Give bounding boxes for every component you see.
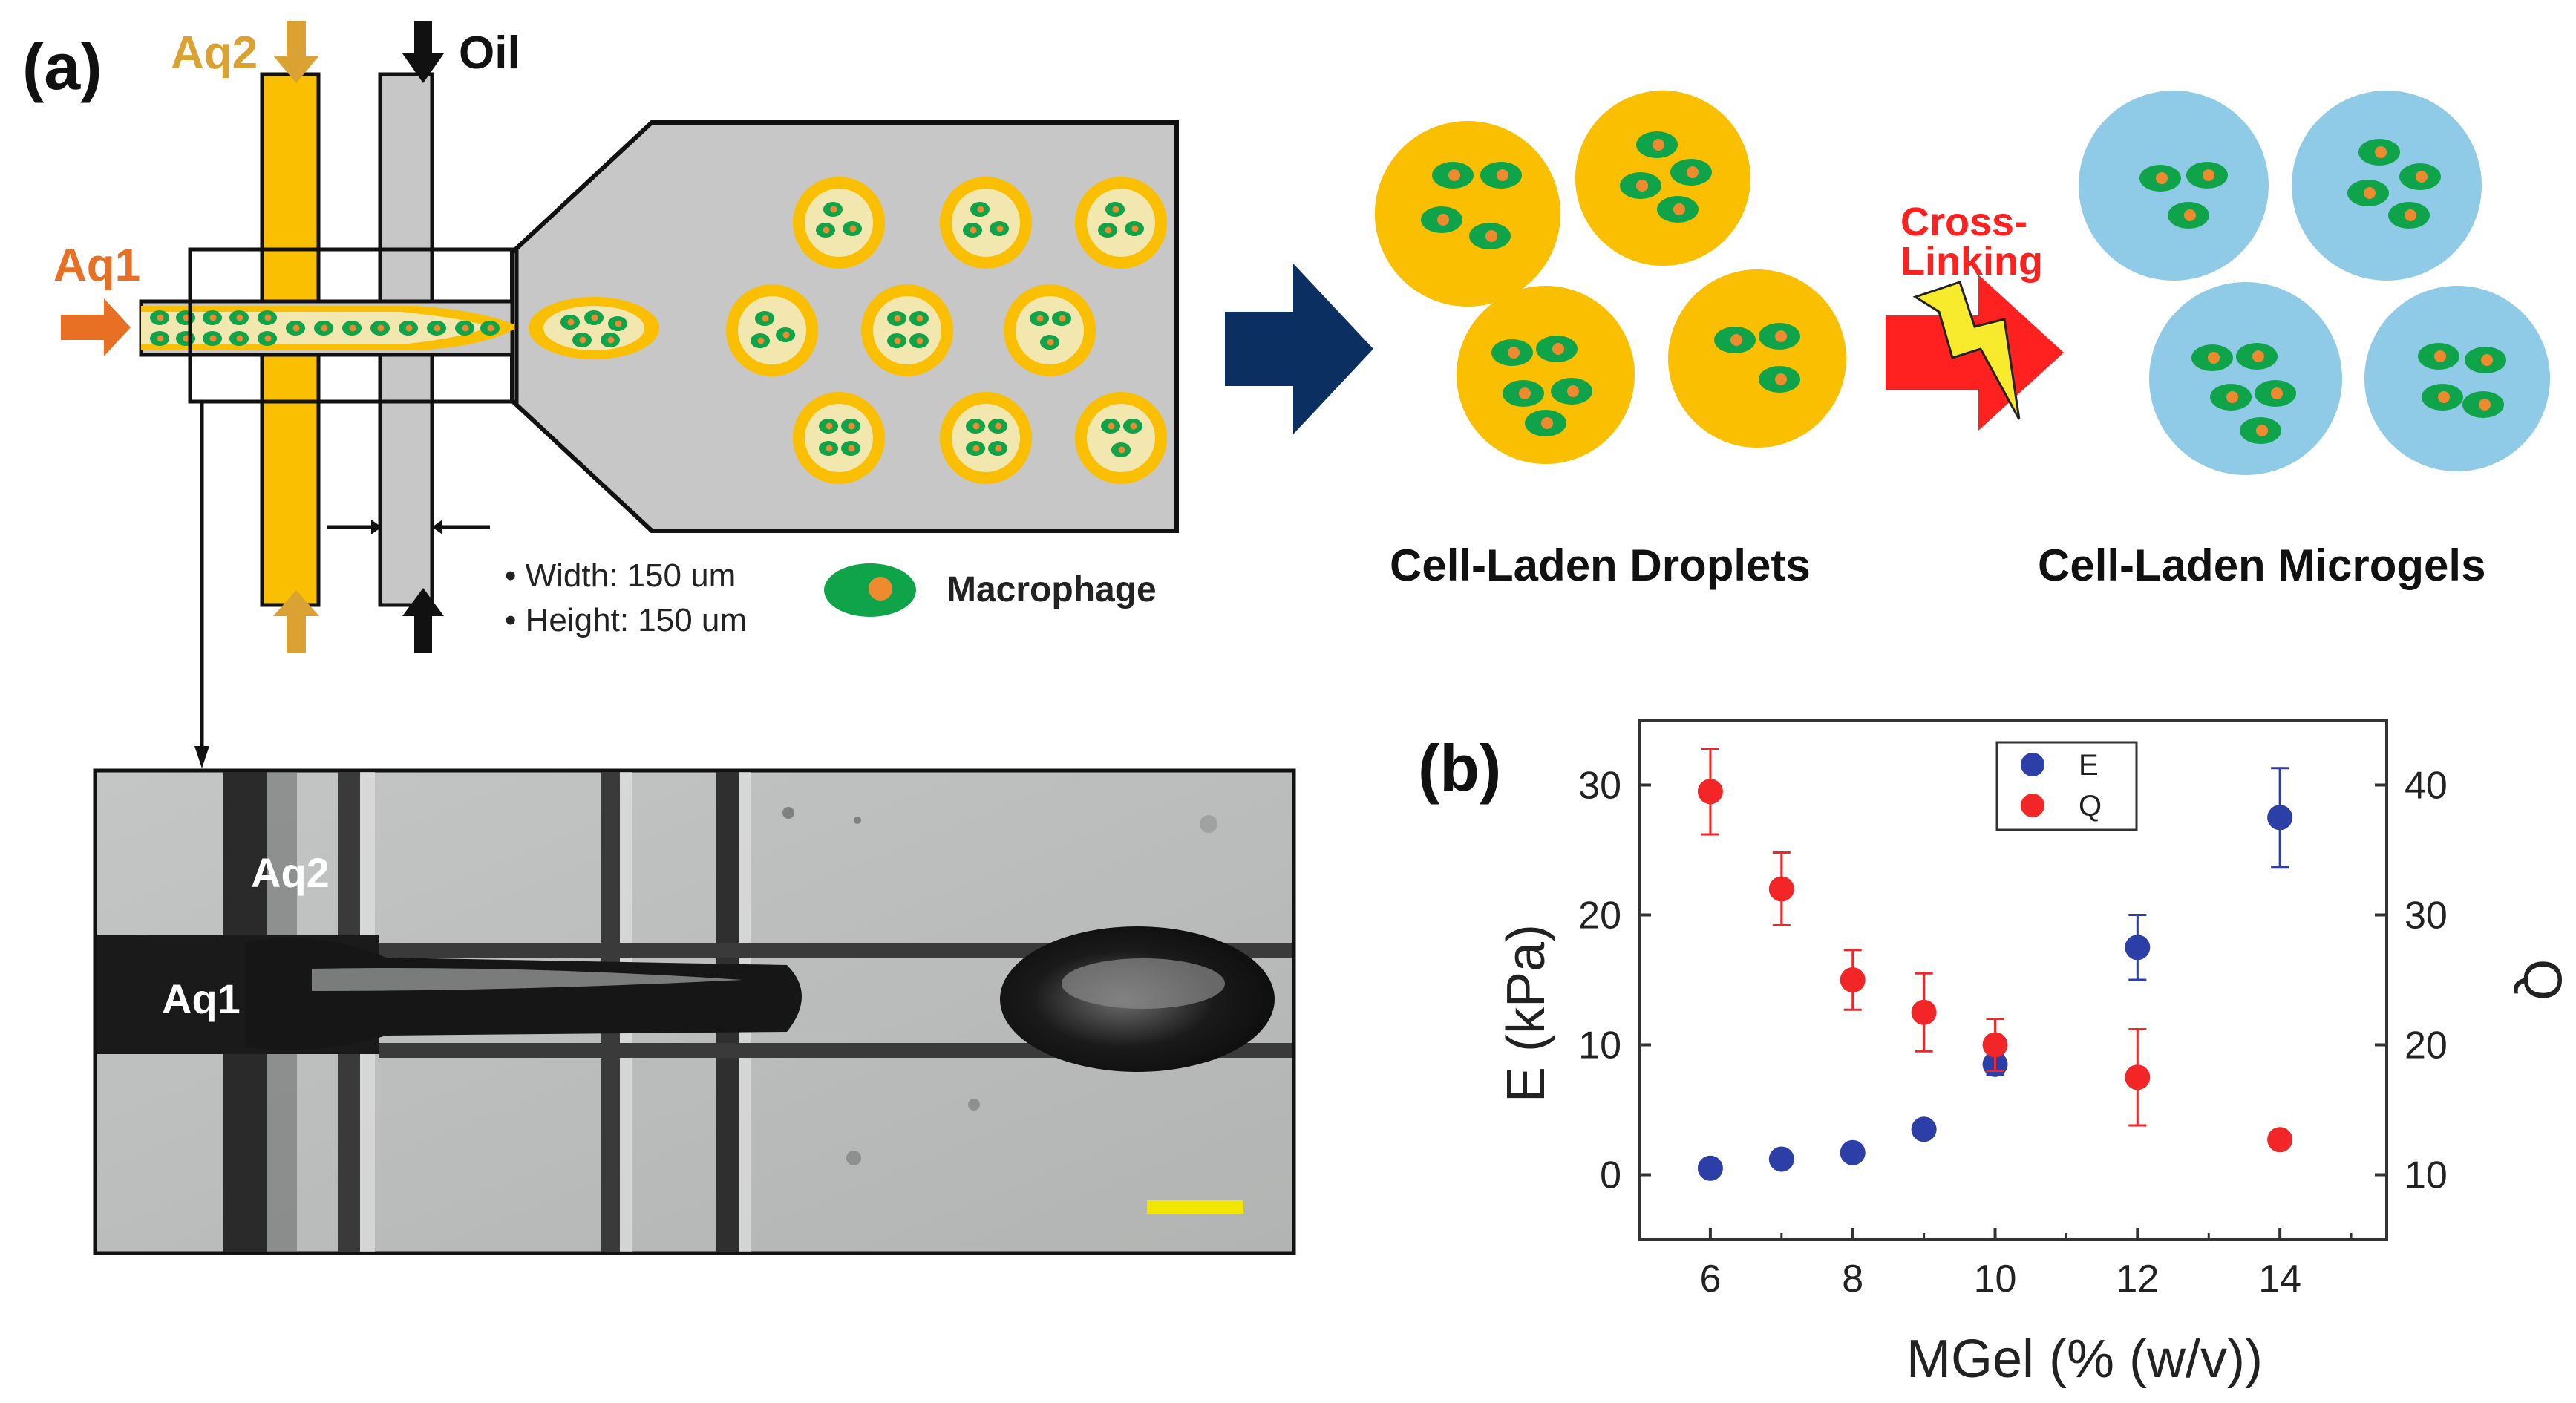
- panel-b-label: (b): [1418, 731, 1501, 805]
- x-tick-label: 6: [1699, 1258, 1721, 1301]
- chart-marks: [1697, 748, 2293, 1181]
- point-Q: [1697, 779, 1723, 805]
- legend-marker-Q: [2021, 794, 2044, 817]
- point-E: [1768, 1146, 1794, 1172]
- cell-laden-microgels: [2079, 91, 2550, 475]
- aq1-label: Aq1: [53, 240, 140, 291]
- point-E: [1697, 1155, 1723, 1181]
- aq2-label: Aq2: [171, 27, 258, 79]
- chamber-droplets: [726, 177, 1167, 484]
- legend-marker-E: [2021, 753, 2044, 776]
- micrograph-aq1-label: Aq1: [162, 975, 241, 1022]
- cell-laden-droplets: [1375, 91, 1846, 464]
- y2-tick-label: 20: [2405, 1024, 2448, 1067]
- microfluidic-schematic: [61, 21, 1179, 768]
- point-Q: [2267, 1127, 2293, 1153]
- aq2-arrow-down-icon: [273, 21, 319, 83]
- axis-ticks: 6 8 10 12 14 0 10 20 30 10 20 30 40: [1578, 765, 2448, 1301]
- crosslinking-arrow-icon: [1886, 275, 2064, 431]
- chart: 6 8 10 12 14 0 10 20 30 10 20 30 40 E Q MGel (% (w/v…: [1497, 719, 2572, 1389]
- micrograph-image: [93, 768, 1296, 1255]
- point-E: [2125, 935, 2151, 961]
- x-tick-label: 14: [2258, 1258, 2301, 1301]
- scale-bar: [1147, 1200, 1243, 1214]
- lightning-icon: [1912, 281, 2021, 420]
- legend-label-Q: Q: [2079, 790, 2102, 822]
- macrophage-legend-label: Macrophage: [947, 570, 1157, 609]
- x-tick-label: 8: [1842, 1258, 1863, 1301]
- plot-frame: [1638, 719, 2388, 1241]
- aq2-arrow-up-icon: [273, 590, 319, 653]
- y-tick-label: 30: [1578, 765, 1621, 808]
- micrograph-aq2-label: Aq2: [251, 849, 330, 896]
- point-E: [2267, 805, 2293, 831]
- oil-label: Oil: [459, 27, 520, 79]
- point-Q: [1911, 999, 1937, 1025]
- point-Q: [2125, 1064, 2151, 1090]
- legend-label-E: E: [2079, 749, 2099, 782]
- aq1-arrow-icon: [61, 298, 131, 356]
- microgels-caption: Cell-Laden Microgels: [2038, 540, 2485, 590]
- y2-axis-label: Q: [2512, 959, 2572, 1001]
- x-tick-label: 12: [2116, 1258, 2159, 1301]
- macrophage-legend-icon: [824, 563, 916, 617]
- height-dimension: • Height: 150 um: [505, 602, 747, 638]
- y2-tick-label: 40: [2405, 765, 2448, 808]
- crosslink-label-line1: Cross-: [1900, 200, 2027, 244]
- width-indicator: [327, 520, 490, 534]
- point-E: [1911, 1116, 1937, 1142]
- y-tick-label: 0: [1600, 1154, 1621, 1197]
- y-tick-label: 20: [1578, 895, 1621, 938]
- droplets-caption: Cell-Laden Droplets: [1390, 540, 1811, 590]
- point-Q: [1768, 876, 1794, 902]
- y2-tick-label: 30: [2405, 895, 2448, 938]
- process-arrow-icon: [1225, 264, 1373, 434]
- panel-a-label: (a): [22, 30, 102, 103]
- point-E: [1840, 1139, 1866, 1165]
- point-Q: [1840, 967, 1866, 992]
- x-axis-label: MGel (% (w/v)): [1906, 1330, 2263, 1389]
- oil-arrow-down-icon: [402, 21, 444, 83]
- x-tick-label: 10: [1974, 1258, 2017, 1301]
- oil-arrow-up-icon: [402, 588, 444, 653]
- crosslink-label-line2: Linking: [1900, 239, 2043, 284]
- y-tick-label: 10: [1578, 1024, 1621, 1067]
- point-Q: [1982, 1032, 2008, 1058]
- legend-box: [1995, 741, 2138, 831]
- width-dimension: • Width: 150 um: [505, 557, 736, 594]
- y-axis-label: E (kPa): [1497, 924, 1556, 1102]
- y2-tick-label: 10: [2405, 1154, 2448, 1197]
